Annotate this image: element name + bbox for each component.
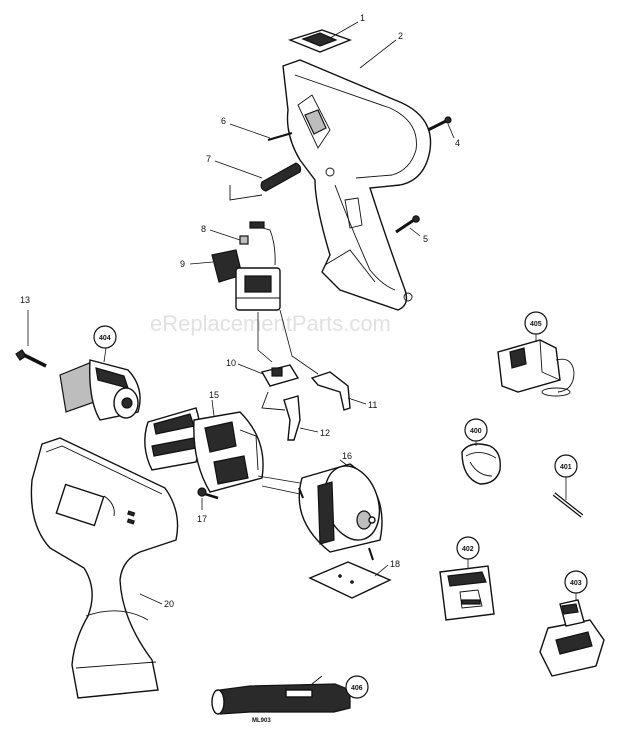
part-405-charger[interactable] [497,334,575,397]
callout-406: 406 [351,685,363,692]
callout-406-circle [345,675,369,699]
part-403-battery[interactable] [539,592,605,677]
callout-5: 5 [423,234,428,244]
callout-11: 11 [368,400,377,410]
callout-6: 6 [221,116,226,126]
callout-404: 404 [99,335,111,342]
callout-18: 18 [390,559,400,569]
callout-401-circle [554,454,578,478]
callout-400: 400 [470,428,482,435]
part-1-cover-plate[interactable] [287,21,359,53]
callout-402: 402 [462,546,474,553]
part-11-lever[interactable] [310,371,367,411]
watermark-text: eReplacementParts.com [150,311,391,336]
callout-12: 12 [320,428,330,438]
callout-16: 16 [342,451,352,461]
part-400-holster[interactable] [461,440,501,485]
part-18-plate[interactable] [308,561,392,599]
part-15-gear-assembly[interactable] [144,399,264,493]
part-8-contact[interactable] [209,221,276,266]
part-402-case[interactable] [439,558,495,621]
callout-405-circle [524,311,548,335]
callout-404-circle [93,325,117,349]
callout-8: 8 [201,224,206,234]
callout-400-circle [464,418,488,442]
callout-15: 15 [209,390,219,400]
callout-13: 13 [20,295,30,305]
part-13-screw[interactable] [15,310,47,368]
callout-2: 2 [398,31,403,41]
model-label: ML903 [252,718,271,724]
part-401-bit[interactable] [552,476,584,518]
part-12-terminal[interactable] [261,391,319,441]
part-5-screw[interactable] [395,215,421,237]
callout-9: 9 [180,259,185,269]
callout-4: 4 [455,138,460,148]
callout-405: 405 [530,321,542,328]
callout-7: 7 [206,154,211,164]
callout-403-circle [564,570,588,594]
part-4-screw[interactable] [427,116,455,139]
callout-401: 401 [560,464,572,471]
part-404-chuck[interactable] [59,347,141,421]
part-7-rod[interactable] [214,160,302,201]
callout-402-circle [456,536,480,560]
callout-17: 17 [197,514,207,524]
part-17-screw[interactable] [197,487,219,510]
part-6-pin[interactable] [229,123,293,141]
part-10-brush-holder[interactable] [237,363,300,387]
callout-20: 20 [164,599,174,609]
part-406-flashlight[interactable] [211,675,351,715]
callout-10: 10 [226,358,236,368]
part-20-housing[interactable] [30,437,179,699]
part-9-switch[interactable] [189,249,281,311]
callout-403: 403 [570,580,582,587]
callout-1: 1 [360,13,365,23]
part-16-motor[interactable] [298,459,388,561]
part-2-housing-half[interactable] [282,39,432,311]
